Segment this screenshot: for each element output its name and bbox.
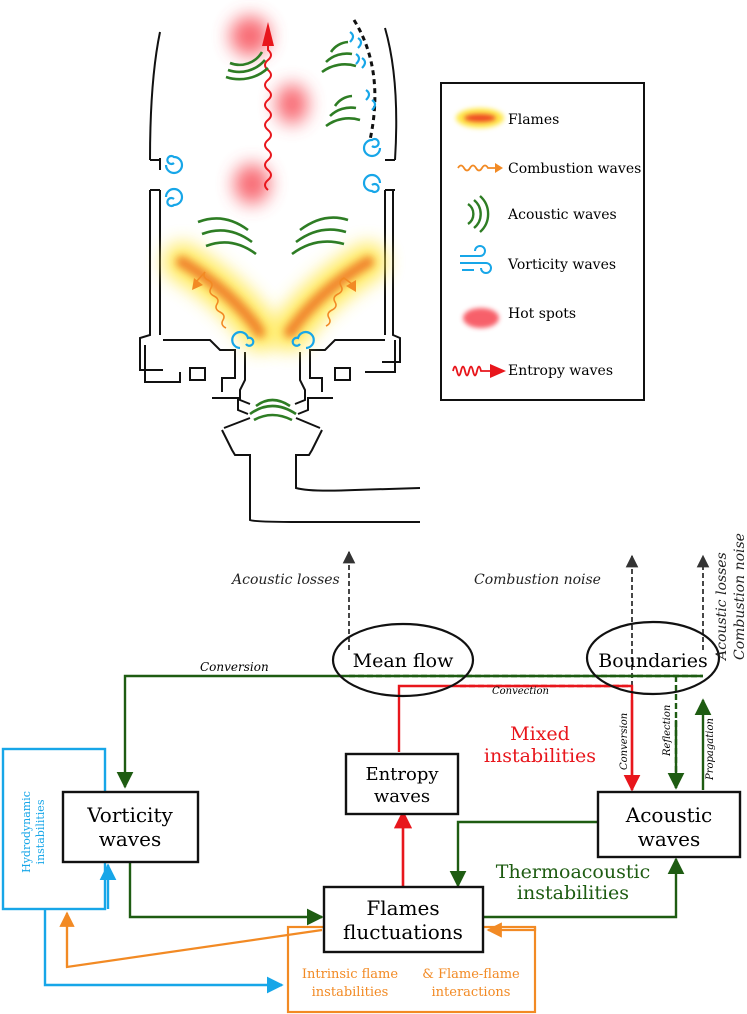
legend-label-flames: Flames [508, 112, 559, 128]
node-vorticity-line2: waves [99, 827, 161, 851]
node-boundaries-label: Boundaries [598, 650, 708, 672]
liner-dashes [352, 19, 377, 141]
combustion-wave-icon [457, 163, 503, 173]
edge-label-conversion-vertical: Conversion [619, 713, 630, 770]
entropy-wave-icon [452, 364, 506, 378]
node-mean-flow-label: Mean flow [353, 650, 454, 672]
node-acoustic-waves [596, 790, 742, 859]
edge-conversion-vorticity [116, 674, 703, 789]
legend-label-entropy: Entropy waves [508, 363, 613, 379]
edge-label-conversion-top: Conversion [200, 660, 269, 674]
entropy-wave-arrowhead [262, 22, 274, 46]
edge-flames-acoustic [483, 857, 685, 919]
legend-label-hotspots: Hot spots [508, 306, 576, 322]
flames [163, 243, 387, 351]
node-boundaries [585, 620, 721, 696]
output-acoustic-losses-right: Acoustic losses [714, 552, 730, 662]
node-acoustic-line1: Acoustic [625, 803, 712, 827]
group-hydro-line2: instabilities [34, 799, 47, 864]
edge-hydro-loop [43, 909, 284, 994]
node-flames-fluctuations [322, 885, 485, 954]
node-vorticity-line1: Vorticity [86, 803, 173, 827]
group-flameflame-line2: interactions [432, 985, 511, 1000]
legend: Flames Combustion waves Acoustic waves V… [440, 82, 645, 401]
flow-diagram [1, 550, 742, 1014]
legend-label-combustion: Combustion waves [508, 161, 641, 177]
group-mixed-line1: Mixed [510, 723, 570, 745]
hot-spots [230, 16, 308, 204]
hot-spot-icon [463, 308, 499, 328]
group-mixed-line2: instabilities [484, 745, 596, 767]
edge-intrinsic-vorticity [65, 915, 323, 969]
group-flameflame-line1: & Flame-flame [422, 967, 520, 982]
group-intrinsic-line1: Intrinsic flame [302, 967, 398, 982]
edge-vorticity-flames [128, 862, 324, 926]
combustor-sketch [139, 16, 421, 523]
group-thermo-line1: Thermoacoustic [496, 861, 650, 883]
node-acoustic-line2: waves [638, 827, 700, 851]
edge-intrinsic-self [486, 922, 537, 938]
combustion-waves [192, 271, 356, 329]
group-intrinsic-line2: instabilities [312, 985, 389, 1000]
legend-box [440, 82, 645, 401]
node-mean-flow [331, 622, 475, 698]
output-combustion-noise-right: Combustion noise [732, 533, 747, 660]
node-flames-line1: Flames [366, 896, 439, 920]
node-entropy-line1: Entropy [365, 764, 439, 785]
node-entropy-line2: waves [374, 786, 430, 807]
group-hydro-line1: Hydrodynamic [20, 791, 33, 873]
output-acoustic-losses-left: Acoustic losses [230, 572, 340, 588]
edge-label-propagation: Propagation [705, 718, 716, 781]
diagram-text: Vorticity waves Entropy waves Acoustic w… [20, 533, 747, 1000]
group-thermo-line2: instabilities [517, 882, 629, 904]
legend-label-vorticity: Vorticity waves [507, 257, 616, 273]
vorticity-curls [164, 31, 382, 350]
node-flames-line2: fluctuations [343, 920, 463, 944]
legend-label-acoustic: Acoustic waves [507, 207, 617, 223]
node-vorticity-waves [61, 790, 200, 864]
edge-label-reflection: Reflection [662, 705, 673, 757]
edge-acoustic-flames [449, 820, 598, 888]
acoustic-wave-icon [467, 195, 490, 233]
output-combustion-noise-mid: Combustion noise [474, 572, 601, 588]
flame-icon [456, 108, 504, 128]
combustor-walls [139, 27, 421, 523]
node-entropy-waves [344, 752, 460, 816]
edge-label-convection: Convection [492, 686, 549, 697]
vorticity-wave-icon [460, 245, 492, 274]
entropy-wave-vertical [264, 42, 272, 191]
acoustic-arcs [197, 40, 361, 422]
